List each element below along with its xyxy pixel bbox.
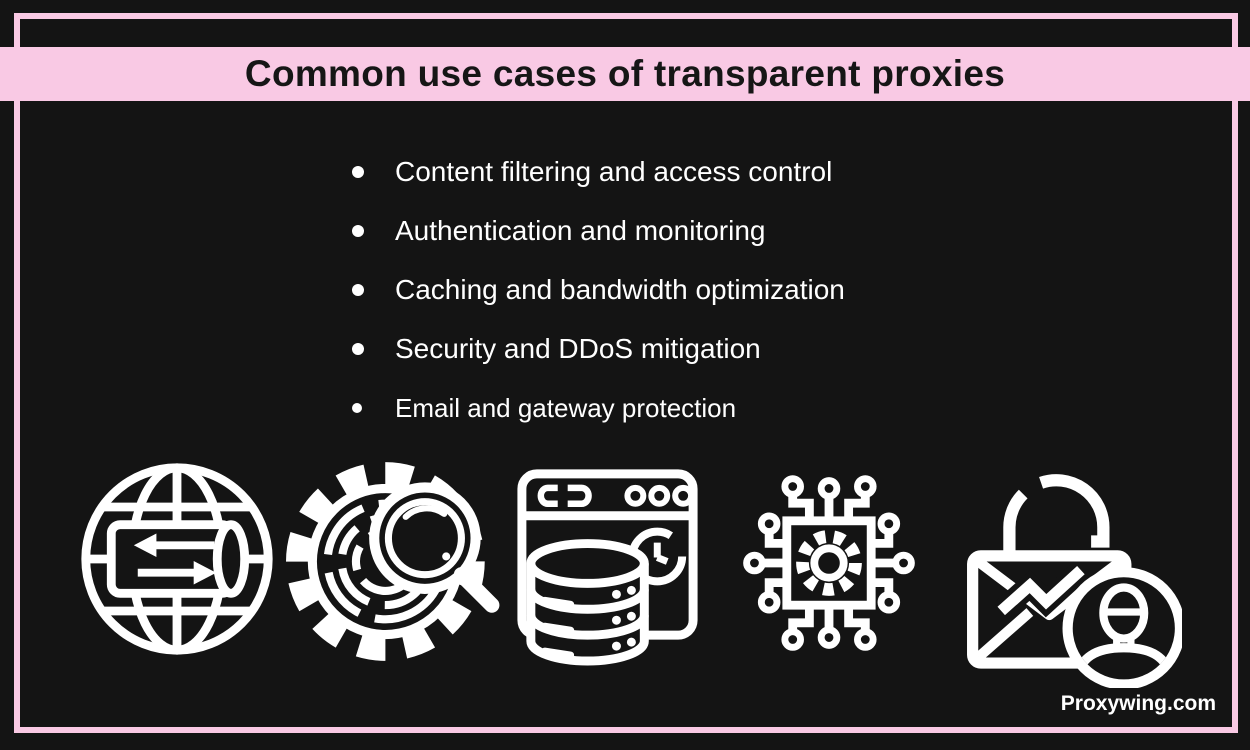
brand-watermark: Proxywing.com	[1060, 692, 1216, 715]
chip-gear-circuit-icon	[726, 458, 932, 668]
border-frame	[14, 13, 1238, 733]
list-item-label: Content filtering and access control	[395, 156, 833, 187]
globe-proxy-arrows-icon	[78, 456, 276, 662]
cache-database-browser-icon	[500, 452, 714, 670]
title-banner: Common use cases of transparent proxies	[0, 47, 1250, 101]
page-title: Common use cases of transparent proxies	[244, 53, 1006, 94]
list-item-label: Caching and bandwidth optimization	[395, 274, 845, 305]
email-lock-user-icon	[942, 440, 1182, 688]
bullet-icon	[352, 343, 364, 355]
list-item: Security and DDoS mitigation	[352, 331, 845, 367]
list-item: Content filtering and access control	[352, 154, 845, 190]
list-item: Caching and bandwidth optimization	[352, 272, 845, 308]
list-item-label: Security and DDoS mitigation	[395, 333, 761, 364]
use-case-list: Content filtering and access control Aut…	[352, 154, 845, 449]
monitoring-gear-magnifier-icon	[286, 452, 504, 670]
list-item-label: Email and gateway protection	[395, 392, 737, 423]
list-item-label: Authentication and monitoring	[395, 215, 766, 246]
bullet-icon	[352, 403, 362, 413]
bullet-icon	[352, 284, 364, 296]
bullet-icon	[352, 166, 364, 178]
list-item: Email and gateway protection	[352, 390, 845, 426]
list-item: Authentication and monitoring	[352, 213, 845, 249]
bullet-icon	[352, 225, 364, 237]
